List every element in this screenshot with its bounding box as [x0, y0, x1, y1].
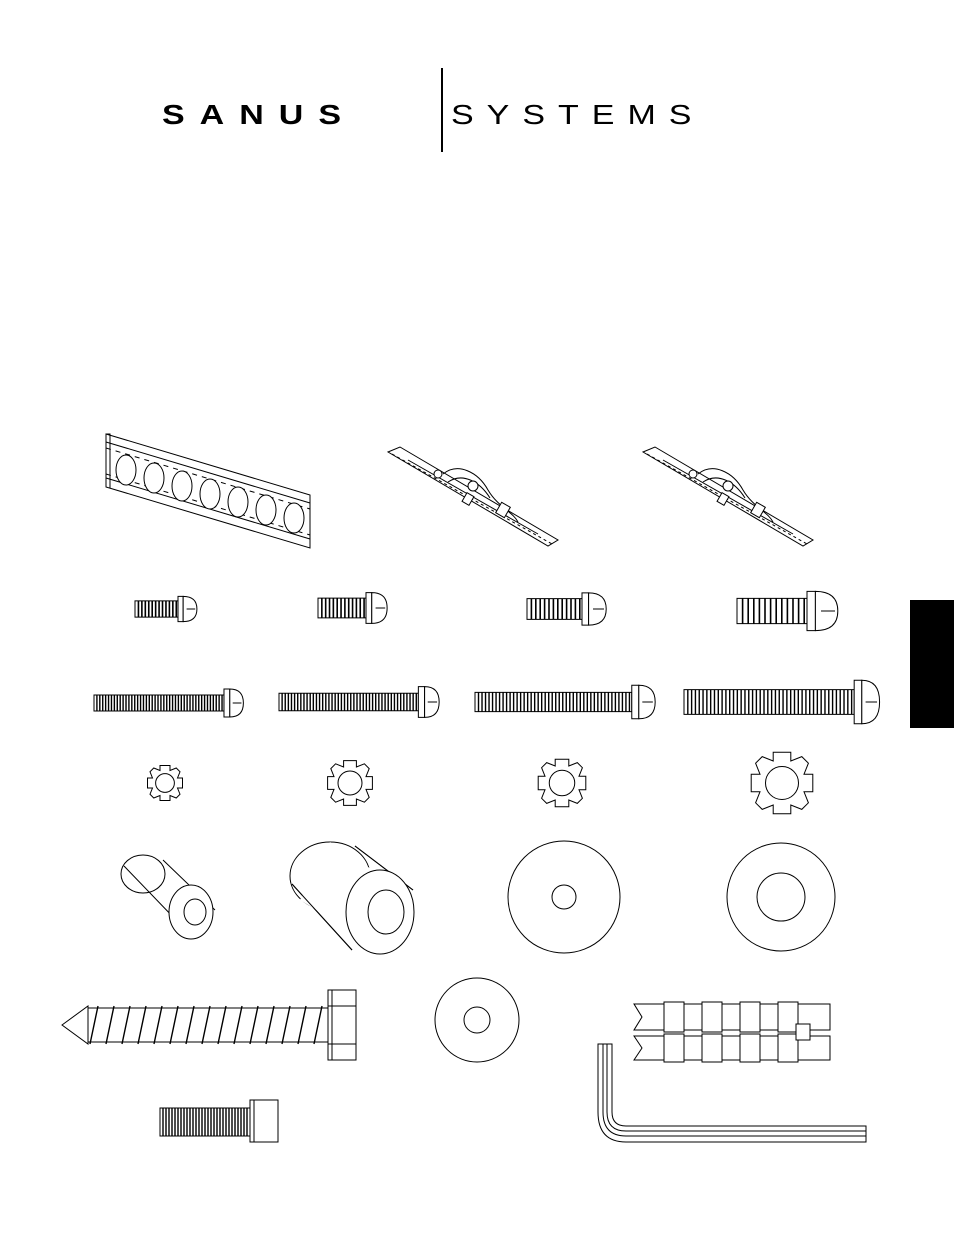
- wall-anchor: [634, 1002, 830, 1062]
- lag-bolt: [62, 990, 356, 1060]
- wall-rail: [106, 434, 310, 548]
- adapter-bracket: [643, 447, 813, 546]
- spacer: [121, 855, 215, 939]
- adapter-bracket: [388, 447, 558, 546]
- short-screw: [318, 593, 387, 624]
- long-screw: [475, 685, 655, 719]
- star-washer: [538, 759, 586, 807]
- lag-washer: [435, 978, 519, 1062]
- long-screw: [279, 687, 439, 718]
- long-screw: [94, 689, 243, 717]
- short-screw: [527, 593, 606, 625]
- spacer: [290, 842, 414, 954]
- washer: [508, 841, 620, 953]
- star-washer: [328, 761, 373, 806]
- star-washer: [751, 752, 813, 814]
- short-screw: [135, 596, 197, 621]
- socket-bolt: [160, 1100, 278, 1142]
- long-screw: [684, 680, 880, 723]
- star-washer: [148, 766, 183, 801]
- short-screw: [737, 591, 838, 630]
- washer: [727, 843, 835, 951]
